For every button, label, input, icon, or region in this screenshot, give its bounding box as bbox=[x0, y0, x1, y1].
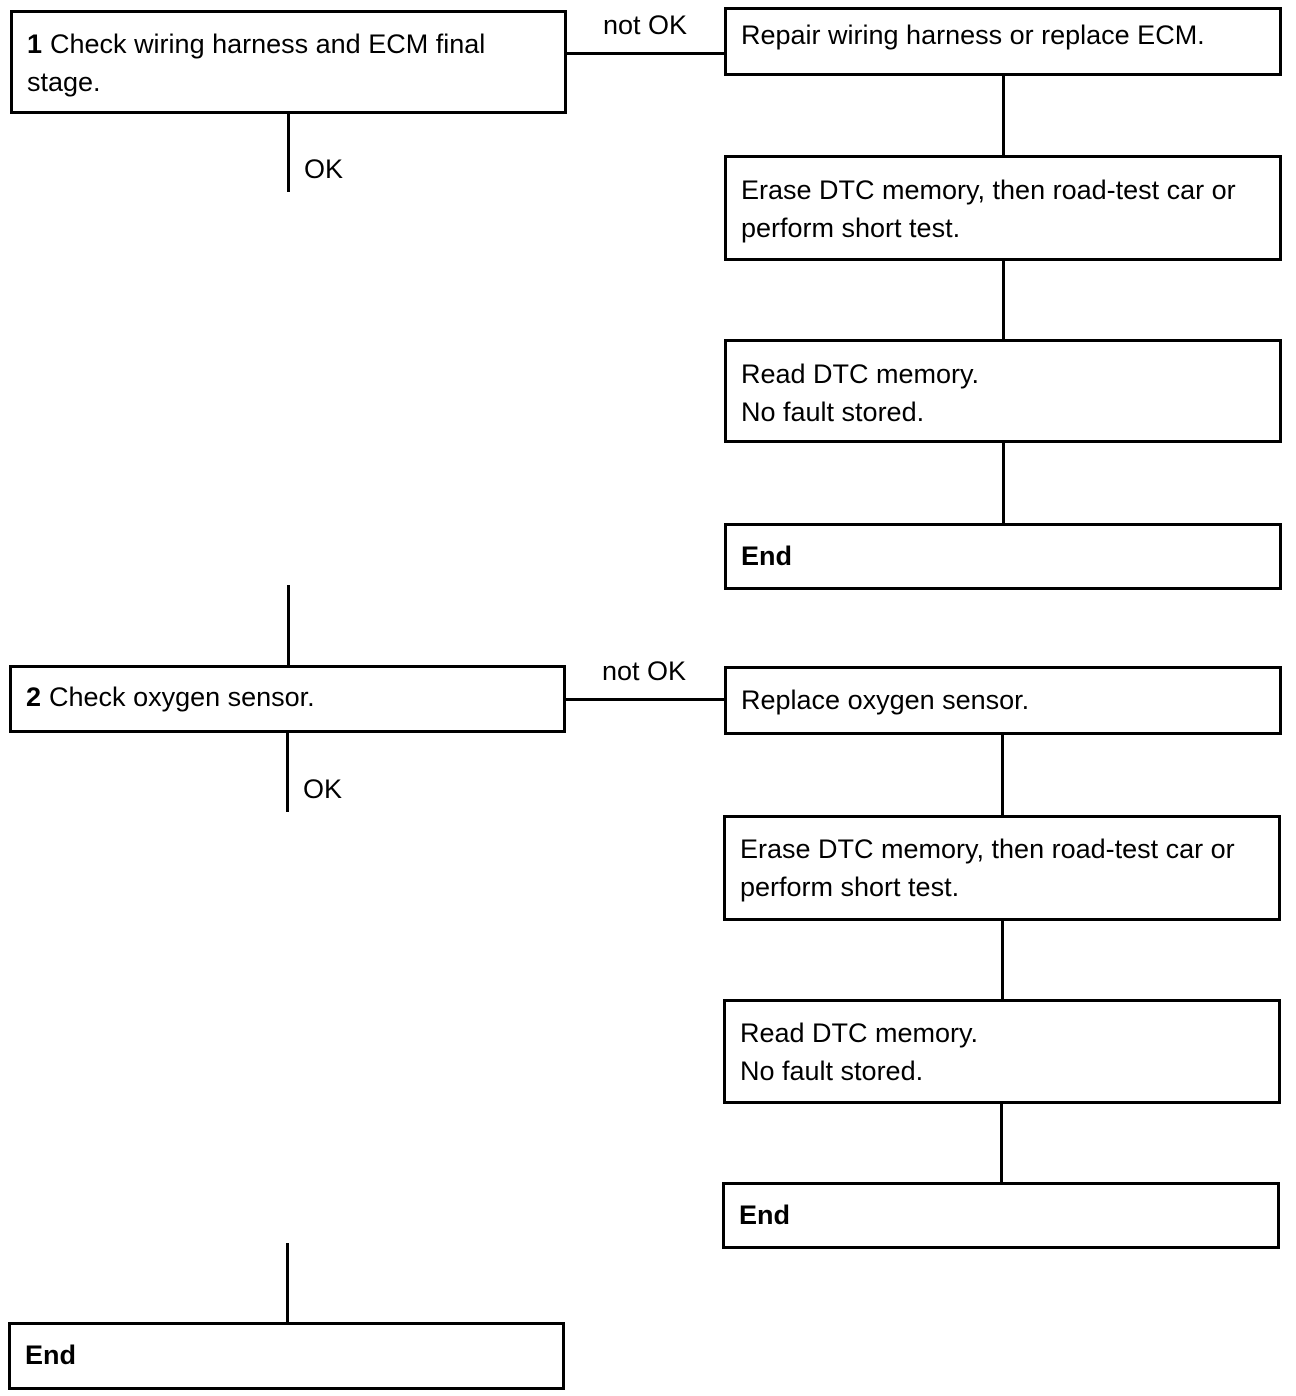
not-ok-label-2: not OK bbox=[602, 656, 687, 686]
repair-box-1: Repair wiring harness or replace ECM. bbox=[724, 7, 1282, 76]
read-box-1: Read DTC memory. No fault stored. bbox=[724, 339, 1282, 443]
connector-1c bbox=[1002, 443, 1005, 523]
end-box-2: End bbox=[722, 1182, 1280, 1249]
ok-label-1: OK bbox=[304, 154, 344, 184]
end-box-final: End bbox=[8, 1322, 565, 1390]
step-2-number: 2 bbox=[26, 682, 42, 712]
connector-2-ok bbox=[286, 733, 289, 812]
step-2-text: Check oxygen sensor. bbox=[49, 682, 315, 712]
connector-1-not-ok bbox=[567, 52, 726, 55]
repair-box-1-text: Repair wiring harness or replace ECM. bbox=[741, 20, 1205, 50]
read-box-2-line2: No fault stored. bbox=[740, 1056, 924, 1086]
connector-2b bbox=[1001, 921, 1004, 999]
connector-2-in bbox=[287, 585, 290, 665]
connector-2-not-ok bbox=[566, 698, 724, 701]
end-box-1-text: End bbox=[741, 541, 792, 571]
read-box-2-line1: Read DTC memory. bbox=[740, 1018, 979, 1048]
step-1-number: 1 bbox=[27, 29, 43, 59]
end-box-2-text: End bbox=[739, 1200, 790, 1230]
end-box-1: End bbox=[724, 523, 1282, 590]
connector-1a bbox=[1002, 76, 1005, 155]
read-box-1-line2: No fault stored. bbox=[741, 397, 925, 427]
read-box-2: Read DTC memory. No fault stored. bbox=[723, 999, 1281, 1104]
read-box-1-line1: Read DTC memory. bbox=[741, 359, 980, 389]
erase-box-2-text: Erase DTC memory, then road-test car or … bbox=[740, 834, 1235, 902]
erase-box-1: Erase DTC memory, then road-test car or … bbox=[724, 155, 1282, 261]
connector-1-ok bbox=[287, 114, 290, 192]
connector-1b bbox=[1002, 261, 1005, 339]
erase-box-1-text: Erase DTC memory, then road-test car or … bbox=[741, 175, 1236, 243]
replace-box-2: Replace oxygen sensor. bbox=[724, 666, 1282, 735]
step-1-text: Check wiring harness and ECM final stage… bbox=[27, 29, 486, 97]
connector-2a bbox=[1001, 735, 1004, 815]
end-box-final-text: End bbox=[25, 1340, 76, 1370]
ok-label-2: OK bbox=[303, 774, 343, 804]
erase-box-2: Erase DTC memory, then road-test car or … bbox=[723, 815, 1281, 921]
replace-box-2-text: Replace oxygen sensor. bbox=[741, 685, 1030, 715]
not-ok-label-1: not OK bbox=[603, 10, 688, 40]
connector-final bbox=[286, 1243, 289, 1323]
connector-2c bbox=[1000, 1104, 1003, 1182]
